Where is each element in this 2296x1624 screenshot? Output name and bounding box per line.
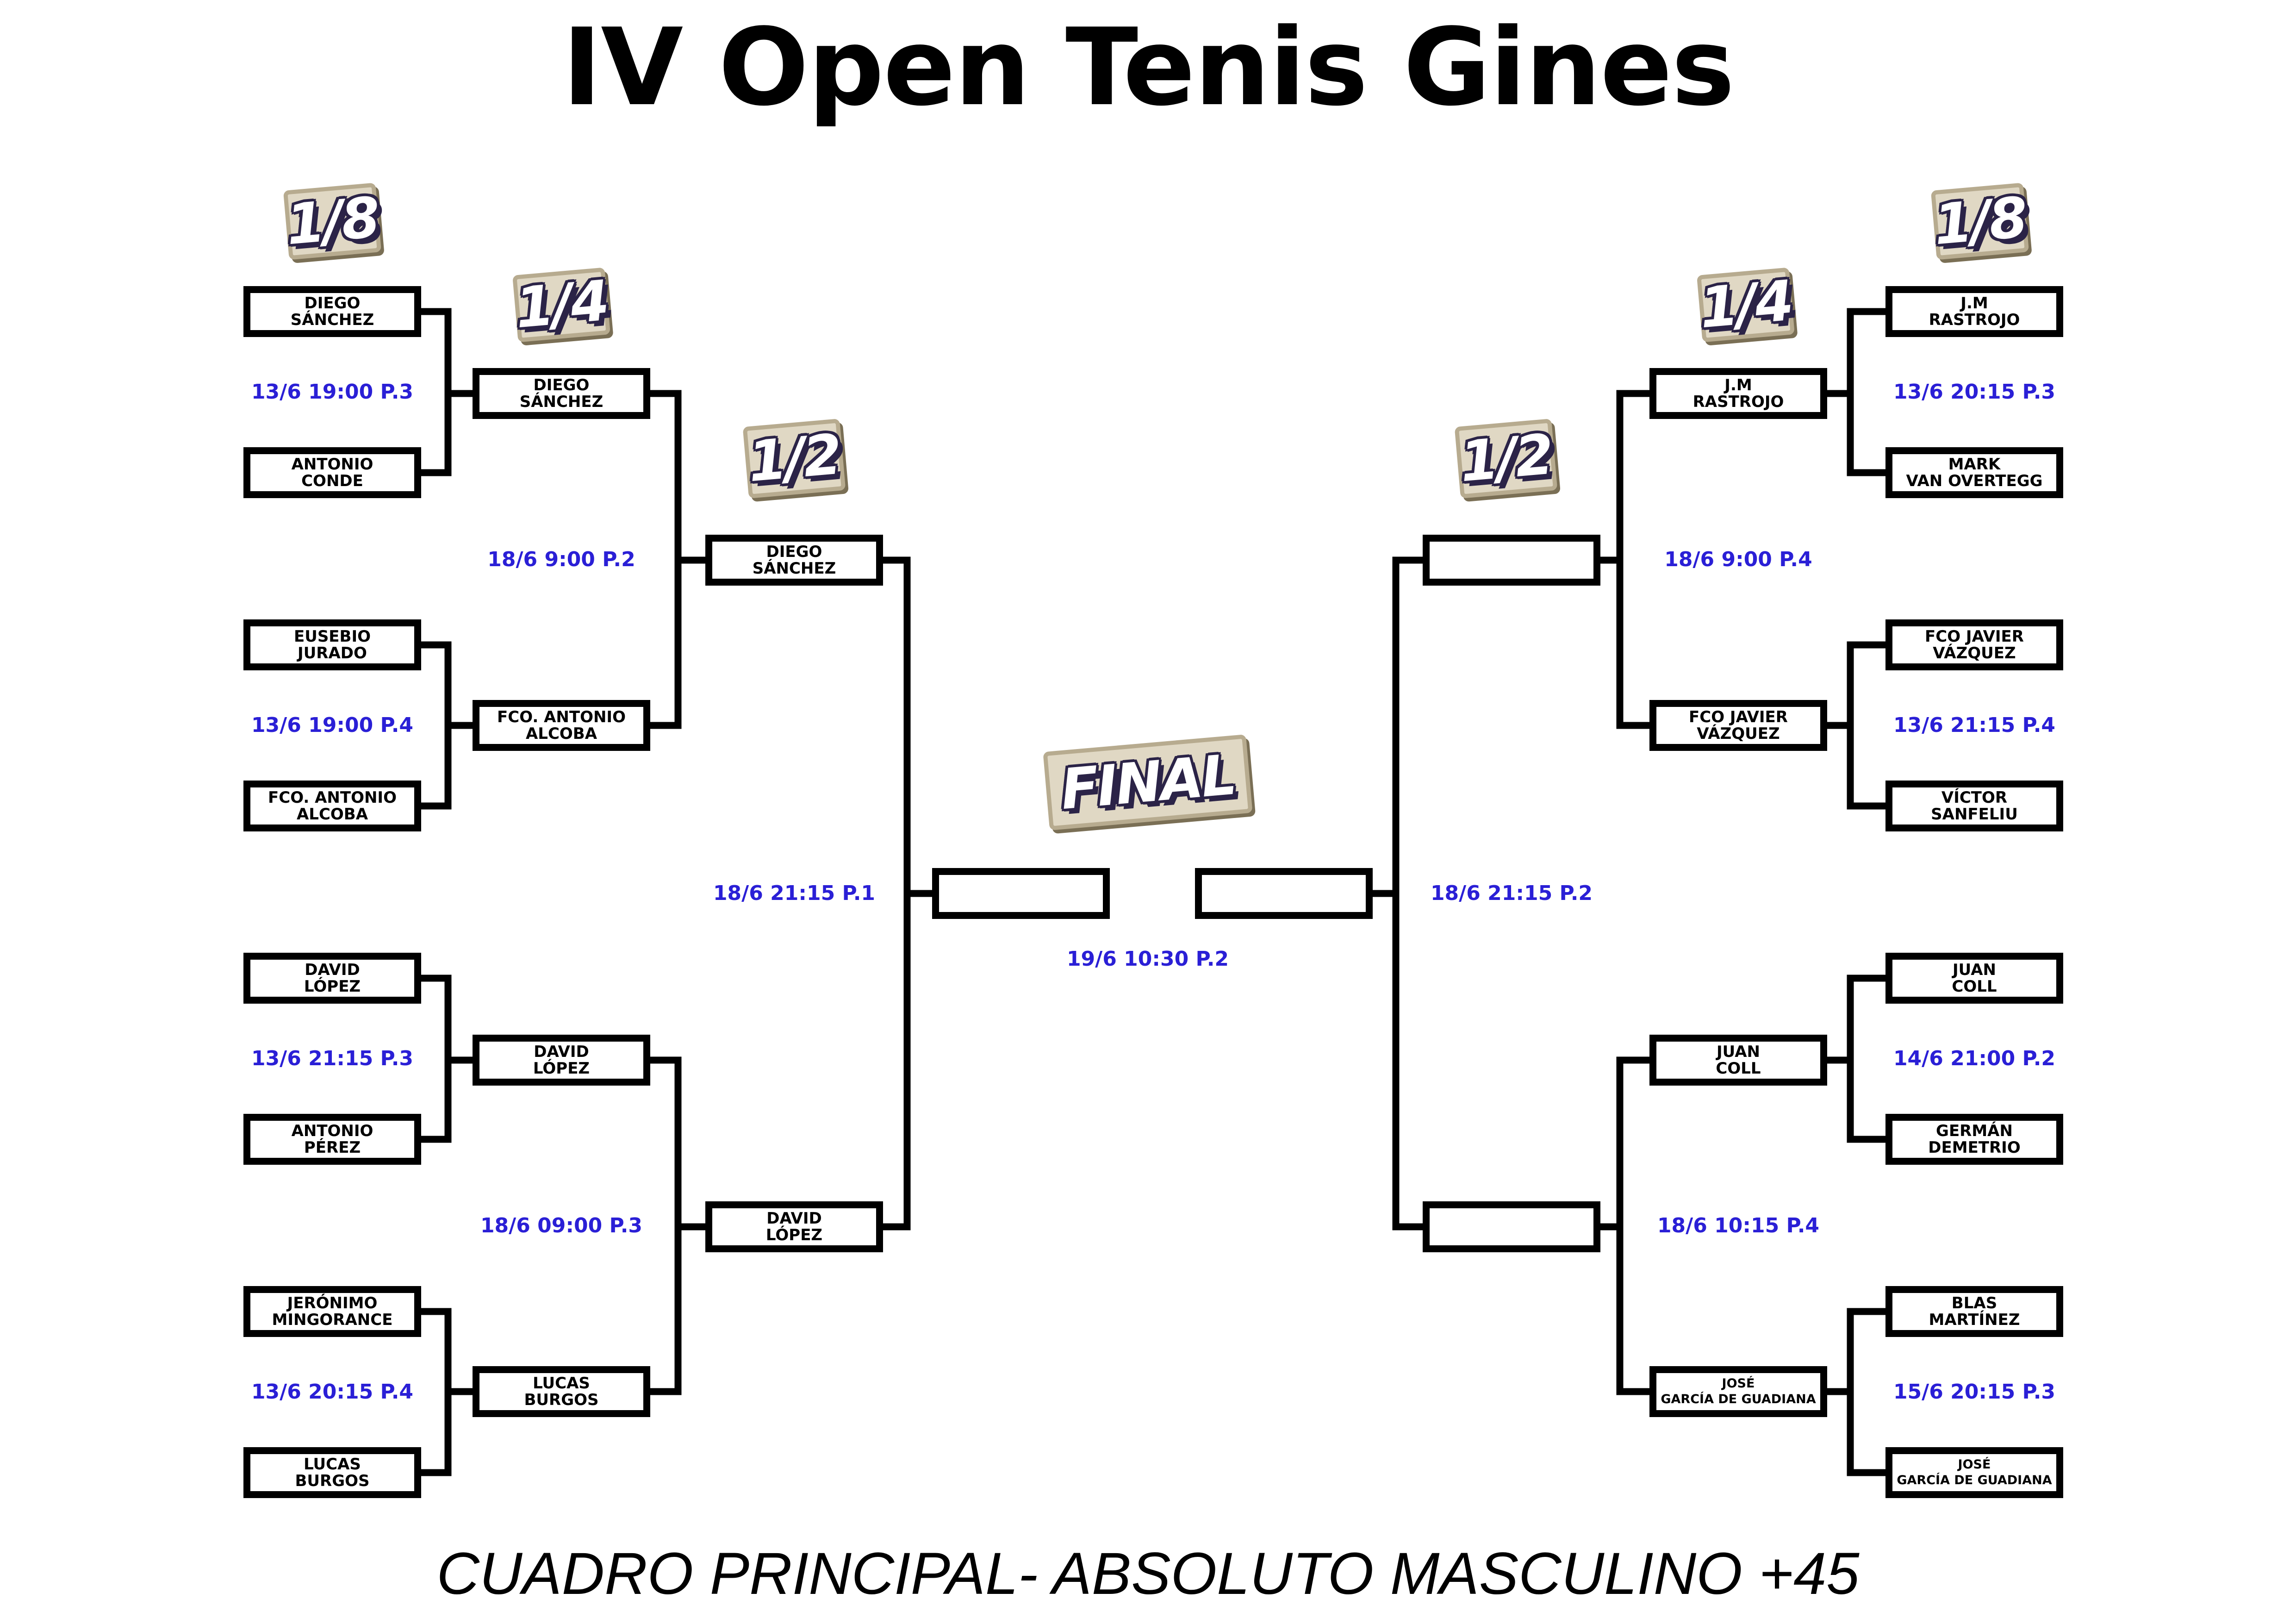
player-name: JUAN COLL: [1952, 961, 1997, 996]
r16-player-box: ANTONIO PÉREZ: [243, 1114, 421, 1165]
r16-player-box: EUSEBIO JURADO: [243, 619, 421, 670]
r16-player-box: ANTONIO CONDE: [243, 447, 421, 498]
round-label: 1/2: [745, 422, 843, 494]
page-title: IV Open Tenis Gines: [562, 6, 1735, 130]
match-schedule: 13/6 21:15 P.4: [1893, 713, 2056, 737]
round-label: 1/8: [283, 185, 381, 257]
qf-player-box: DAVID LÓPEZ: [473, 1035, 650, 1086]
match-schedule: 18/6 9:00 P.2: [487, 547, 635, 571]
match-schedule: 18/6 21:15 P.2: [1430, 881, 1593, 905]
player-name: FCO. ANTONIO ALCOBA: [497, 708, 626, 743]
player-name: FCO JAVIER VÁZQUEZ: [1925, 627, 2024, 662]
round-label: 1/2: [1457, 422, 1555, 494]
r16-player-box: JOSÉ GARCÍA DE GUADIANA: [1885, 1447, 2063, 1498]
player-name: EUSEBIO JURADO: [293, 627, 371, 662]
player-name: BLAS MARTÍNEZ: [1929, 1294, 2020, 1329]
player-name: MARK VAN OVERTEGG: [1906, 455, 2043, 490]
r16-player-box: VÍCTOR SANFELIU: [1885, 781, 2063, 831]
qf-player-box: FCO JAVIER VÁZQUEZ: [1649, 700, 1827, 751]
r16-player-box: JUAN COLL: [1885, 953, 2063, 1004]
round-label: 1/8: [1931, 185, 2029, 257]
round-badge-1-4: 1/4: [512, 267, 610, 342]
r16-player-box: FCO. ANTONIO ALCOBA: [243, 781, 421, 831]
qf-player-box: LUCAS BURGOS: [473, 1366, 650, 1417]
player-name: ANTONIO PÉREZ: [291, 1122, 373, 1157]
round-label: FINAL: [1058, 743, 1238, 822]
player-name: LUCAS BURGOS: [295, 1455, 370, 1490]
r16-player-box: GERMÁN DEMETRIO: [1885, 1114, 2063, 1165]
match-schedule: 14/6 21:00 P.2: [1893, 1047, 2056, 1070]
player-name: GERMÁN DEMETRIO: [1928, 1122, 2021, 1157]
player-name: J.M RASTROJO: [1692, 376, 1784, 411]
player-name: JOSÉ GARCÍA DE GUADIANA: [1661, 1376, 1816, 1406]
match-schedule: 18/6 21:15 P.1: [713, 881, 876, 905]
player-name: FCO JAVIER VÁZQUEZ: [1689, 708, 1788, 743]
r16-player-box: MARK VAN OVERTEGG: [1885, 447, 2063, 498]
qf-player-box: FCO. ANTONIO ALCOBA: [473, 700, 650, 751]
round-badge-1-8: 1/8: [283, 182, 382, 260]
player-name: JUAN COLL: [1716, 1043, 1761, 1078]
qf-player-box: J.M RASTROJO: [1649, 368, 1827, 419]
match-schedule: 13/6 19:00 P.3: [251, 380, 414, 404]
qf-player-box: DIEGO SÁNCHEZ: [473, 368, 650, 419]
r16-player-box: JERÓNIMO MINGORANCE: [243, 1286, 421, 1337]
match-schedule: 18/6 10:15 P.4: [1657, 1214, 1820, 1237]
player-name: DIEGO SÁNCHEZ: [519, 376, 604, 411]
round-badge-1-2: 1/2: [1454, 418, 1558, 499]
player-name: JOSÉ GARCÍA DE GUADIANA: [1897, 1457, 2052, 1487]
round-label: 1/4: [512, 269, 610, 341]
player-name: DAVID LÓPEZ: [765, 1209, 823, 1244]
sf-player-box: DAVID LÓPEZ: [705, 1201, 883, 1252]
finalist-box: [1195, 868, 1373, 919]
round-badge-1-4: 1/4: [1697, 267, 1795, 342]
player-name: J.M RASTROJO: [1929, 294, 2020, 329]
match-schedule: 13/6 19:00 P.4: [251, 713, 414, 737]
round-badge-1-2: 1/2: [742, 418, 846, 499]
sf-player-box: [1423, 535, 1600, 586]
sf-player-box: [1423, 1201, 1600, 1252]
player-name: DAVID LÓPEZ: [304, 961, 361, 996]
r16-player-box: DIEGO SÁNCHEZ: [243, 286, 421, 337]
player-name: LUCAS BURGOS: [524, 1374, 599, 1409]
qf-player-box: JOSÉ GARCÍA DE GUADIANA: [1649, 1366, 1827, 1417]
match-schedule: 15/6 20:15 P.3: [1893, 1380, 2056, 1404]
player-name: VÍCTOR SANFELIU: [1931, 788, 2018, 824]
player-name: JERÓNIMO MINGORANCE: [272, 1294, 393, 1329]
player-name: ANTONIO CONDE: [291, 455, 373, 490]
r16-player-box: FCO JAVIER VÁZQUEZ: [1885, 619, 2063, 670]
player-name: DIEGO SÁNCHEZ: [290, 294, 374, 329]
player-name: FCO. ANTONIO ALCOBA: [268, 788, 397, 824]
sf-player-box: DIEGO SÁNCHEZ: [705, 535, 883, 586]
finalist-box: [932, 868, 1110, 919]
match-schedule: 13/6 20:15 P.3: [1893, 380, 2056, 404]
match-schedule: 18/6 9:00 P.4: [1664, 547, 1812, 571]
match-schedule: 13/6 20:15 P.4: [251, 1380, 414, 1404]
match-schedule: 13/6 21:15 P.3: [251, 1047, 414, 1070]
match-schedule: 18/6 09:00 P.3: [480, 1214, 643, 1237]
round-label: 1/4: [1697, 269, 1795, 341]
player-name: DAVID LÓPEZ: [533, 1043, 590, 1078]
draw-subtitle: CUADRO PRINCIPAL- ABSOLUTO MASCULINO +45: [436, 1541, 1860, 1607]
r16-player-box: DAVID LÓPEZ: [243, 953, 421, 1004]
round-badge-1-8: 1/8: [1930, 182, 2029, 260]
r16-player-box: BLAS MARTÍNEZ: [1885, 1286, 2063, 1337]
r16-player-box: LUCAS BURGOS: [243, 1447, 421, 1498]
match-schedule: 19/6 10:30 P.2: [1066, 947, 1229, 971]
r16-player-box: J.M RASTROJO: [1885, 286, 2063, 337]
qf-player-box: JUAN COLL: [1649, 1035, 1827, 1086]
player-name: DIEGO SÁNCHEZ: [752, 543, 836, 578]
